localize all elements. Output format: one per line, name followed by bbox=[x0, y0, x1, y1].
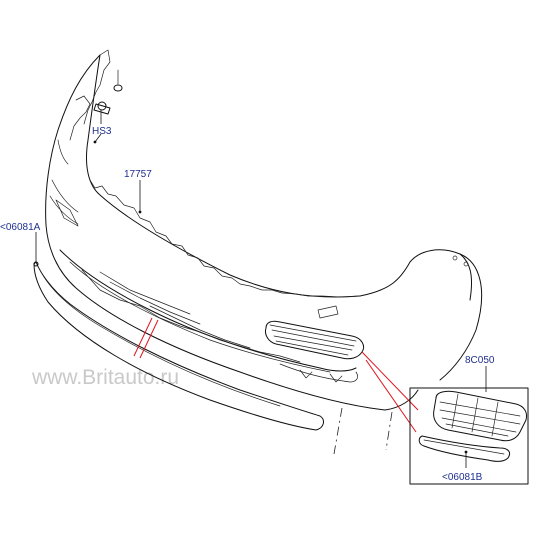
callout-hs3[interactable]: HS3 bbox=[92, 126, 112, 137]
leader-red-splitter-a bbox=[133, 317, 153, 357]
center-line-right bbox=[385, 411, 393, 451]
leader-dot-17757 bbox=[138, 210, 142, 214]
lower-lip-spoiler bbox=[33, 261, 324, 431]
leader-red-splitter-b bbox=[139, 319, 159, 359]
center-line-left bbox=[333, 407, 343, 455]
callout-8c050[interactable]: 8C050 bbox=[465, 355, 495, 366]
detail-inset-box bbox=[409, 387, 529, 485]
callout-17757[interactable]: 17757 bbox=[124, 169, 152, 180]
fixing-screw-hs3 bbox=[93, 69, 123, 144]
leader-dot-06081b bbox=[464, 450, 468, 454]
callout-06081b[interactable]: <06081B bbox=[442, 472, 483, 483]
leader-red-grille-a bbox=[361, 351, 419, 411]
watermark-text: www.Britauto.ru bbox=[31, 366, 179, 389]
bumper-cover bbox=[45, 49, 483, 411]
callout-06081a[interactable]: <06081A bbox=[0, 222, 41, 233]
leader-red-grille-b bbox=[365, 359, 417, 433]
